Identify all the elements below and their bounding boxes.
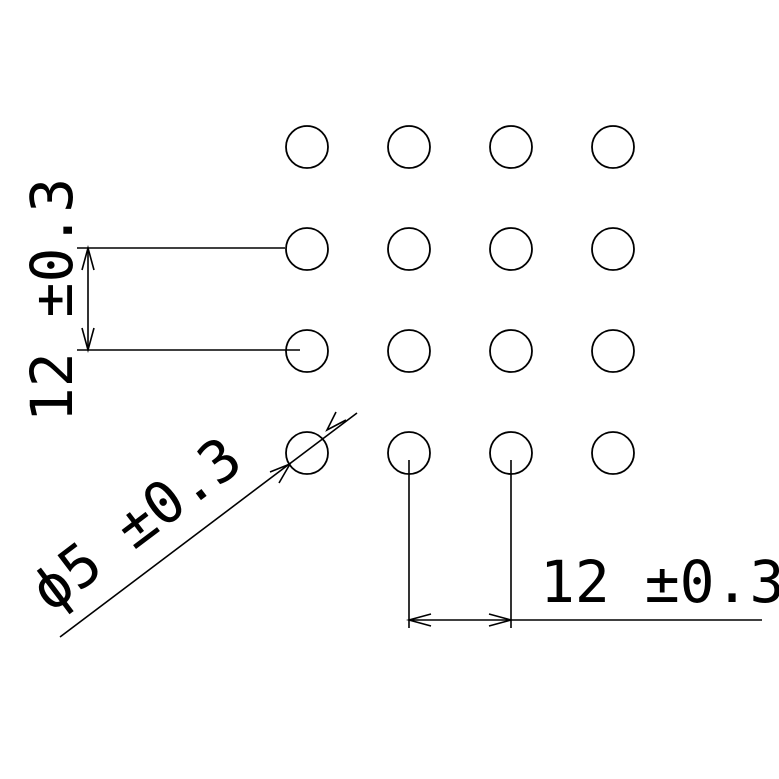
arrowhead-bottom	[81, 327, 95, 354]
hole-r1-c2	[387, 125, 431, 169]
horizontal-pitch-label: 12 ±0.3	[540, 548, 779, 616]
arrowhead-diameter-upper	[325, 411, 347, 432]
arrowhead-diameter-lower	[269, 462, 292, 484]
horizontal-pitch-dimension: 12 ±0.3	[405, 460, 779, 628]
hole-r4-c1	[285, 431, 329, 475]
hole-r2-c4	[591, 227, 635, 271]
hole-r1-c1	[285, 125, 329, 169]
arrowhead-top	[81, 244, 95, 271]
hole-diameter-label: ϕ5 ±0.3	[18, 423, 254, 624]
vertical-pitch-label: 12 ±0.3	[18, 178, 86, 422]
hole-r2-c3	[489, 227, 533, 271]
hole-r3-c4	[591, 329, 635, 373]
hole-r2-c1	[285, 227, 329, 271]
arrowhead-right	[488, 613, 515, 627]
vertical-pitch-dimension: 12 ±0.3	[18, 178, 300, 422]
hole-r1-c3	[489, 125, 533, 169]
hole-r2-c2	[387, 227, 431, 271]
hole-r3-c2	[387, 329, 431, 373]
diameter-leader-line	[59, 412, 358, 638]
hole-r4-c4	[591, 431, 635, 475]
hole-r1-c4	[591, 125, 635, 169]
hole-grid	[285, 125, 635, 475]
hole-r3-c3	[489, 329, 533, 373]
hole-diameter-dimension: ϕ5 ±0.3	[18, 411, 358, 638]
arrowhead-left	[405, 613, 432, 627]
hole-r3-c1	[285, 329, 329, 373]
